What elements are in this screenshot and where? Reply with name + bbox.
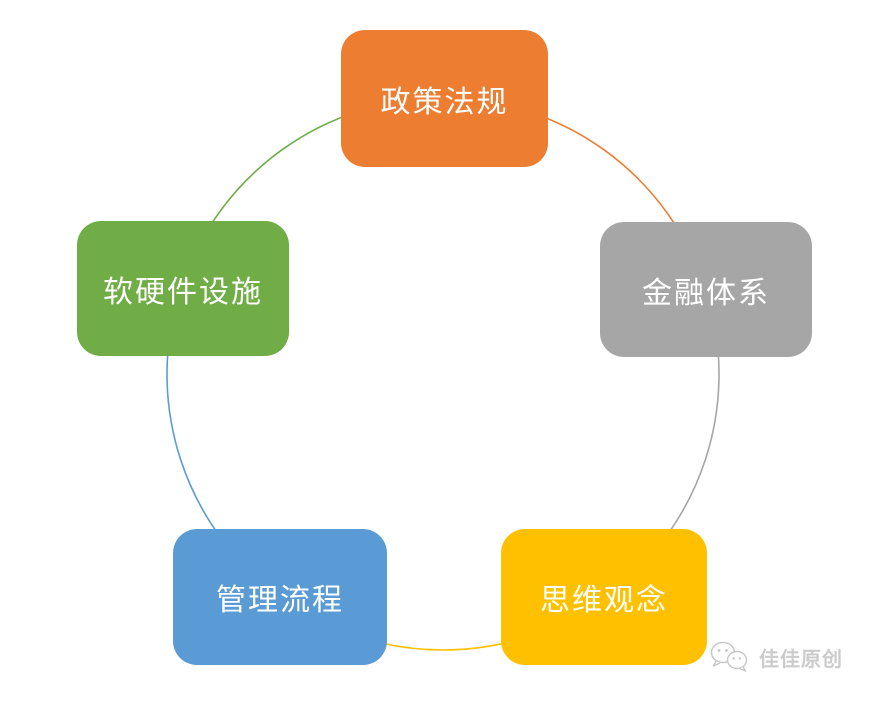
watermark: 佳佳原创	[708, 640, 843, 674]
node-finance-label: 金融体系	[642, 276, 770, 310]
wechat-icon	[710, 641, 748, 672]
node-policy: 政策法规	[341, 30, 548, 167]
node-policy-label: 政策法规	[380, 85, 509, 119]
watermark-label: 佳佳原创	[759, 648, 843, 671]
node-facilities: 软硬件设施	[77, 221, 289, 356]
node-management: 管理流程	[173, 529, 387, 665]
node-thinking: 思维观念	[501, 529, 707, 665]
node-thinking-label: 思维观念	[540, 584, 668, 617]
node-facilities-label: 软硬件设施	[103, 275, 263, 309]
node-finance: 金融体系	[600, 222, 812, 357]
node-management-label: 管理流程	[216, 584, 344, 617]
